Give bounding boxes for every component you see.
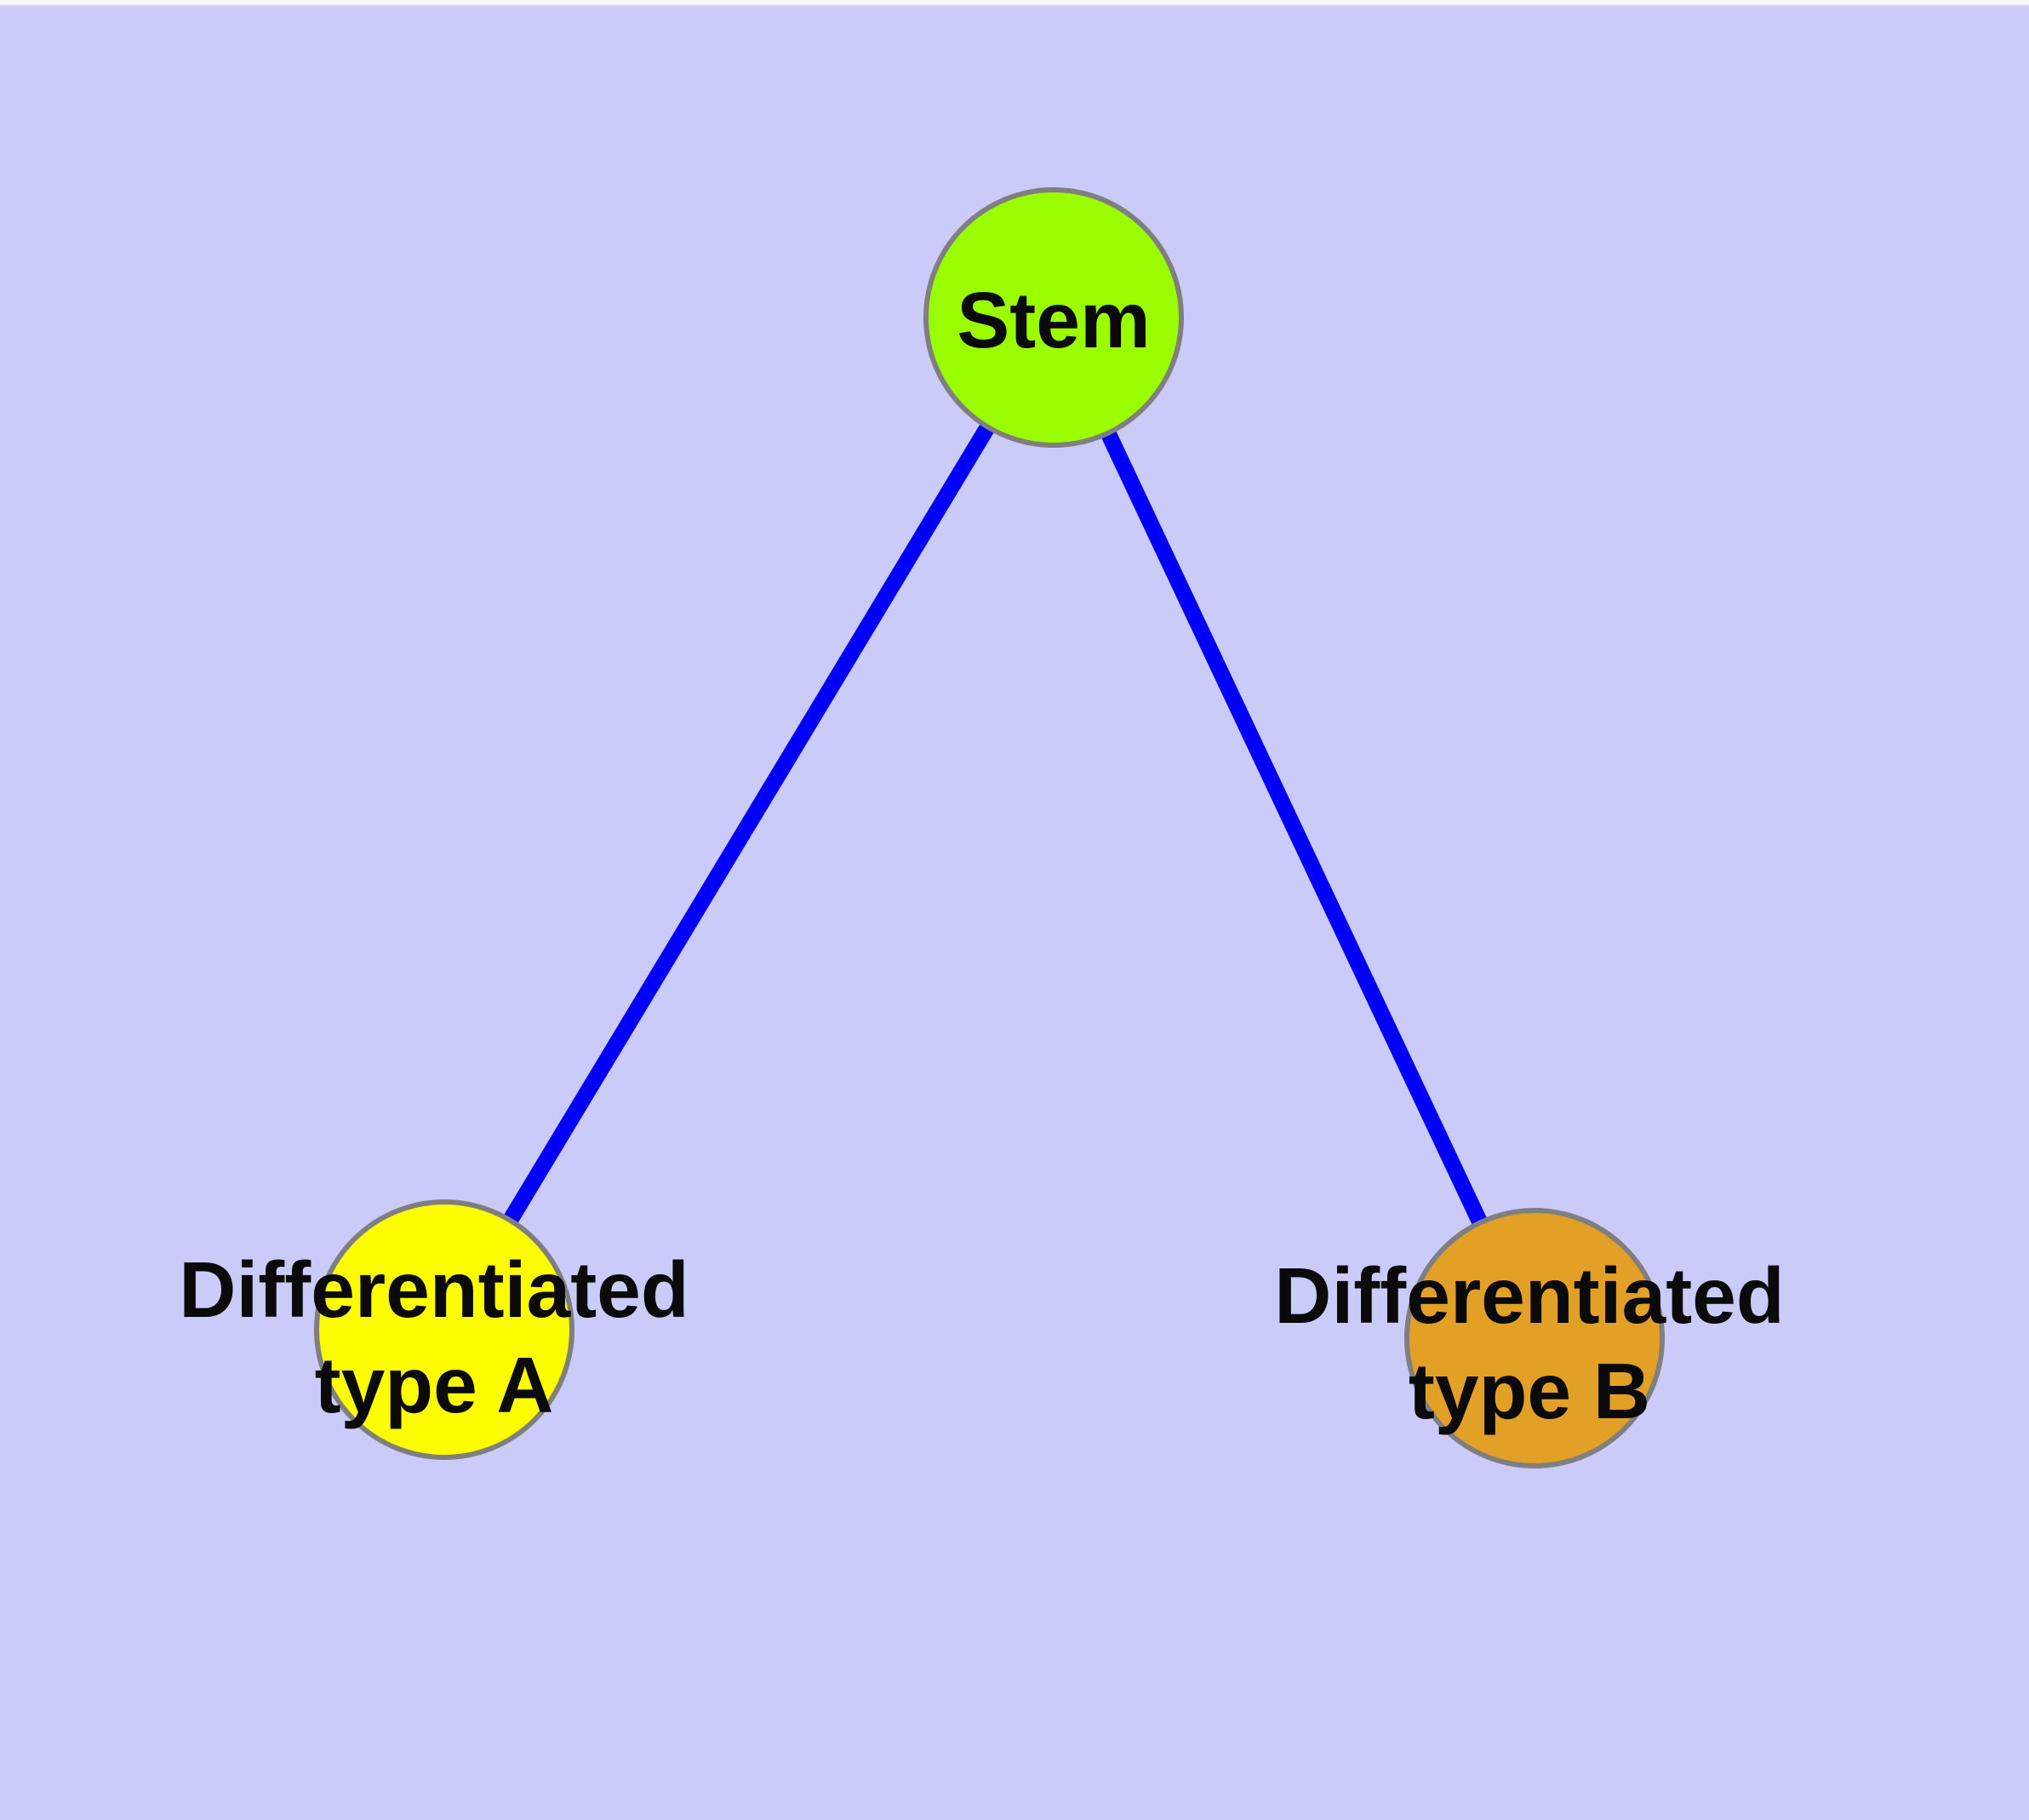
node-stem[interactable] bbox=[923, 187, 1184, 448]
window-top-edge bbox=[0, 0, 2029, 6]
edge-stem-to-type-a bbox=[437, 313, 1061, 1334]
node-differentiated-type-a[interactable] bbox=[314, 1199, 574, 1460]
node-differentiated-type-b[interactable] bbox=[1404, 1208, 1665, 1468]
edge-stem-to-type-b bbox=[1046, 313, 1542, 1342]
